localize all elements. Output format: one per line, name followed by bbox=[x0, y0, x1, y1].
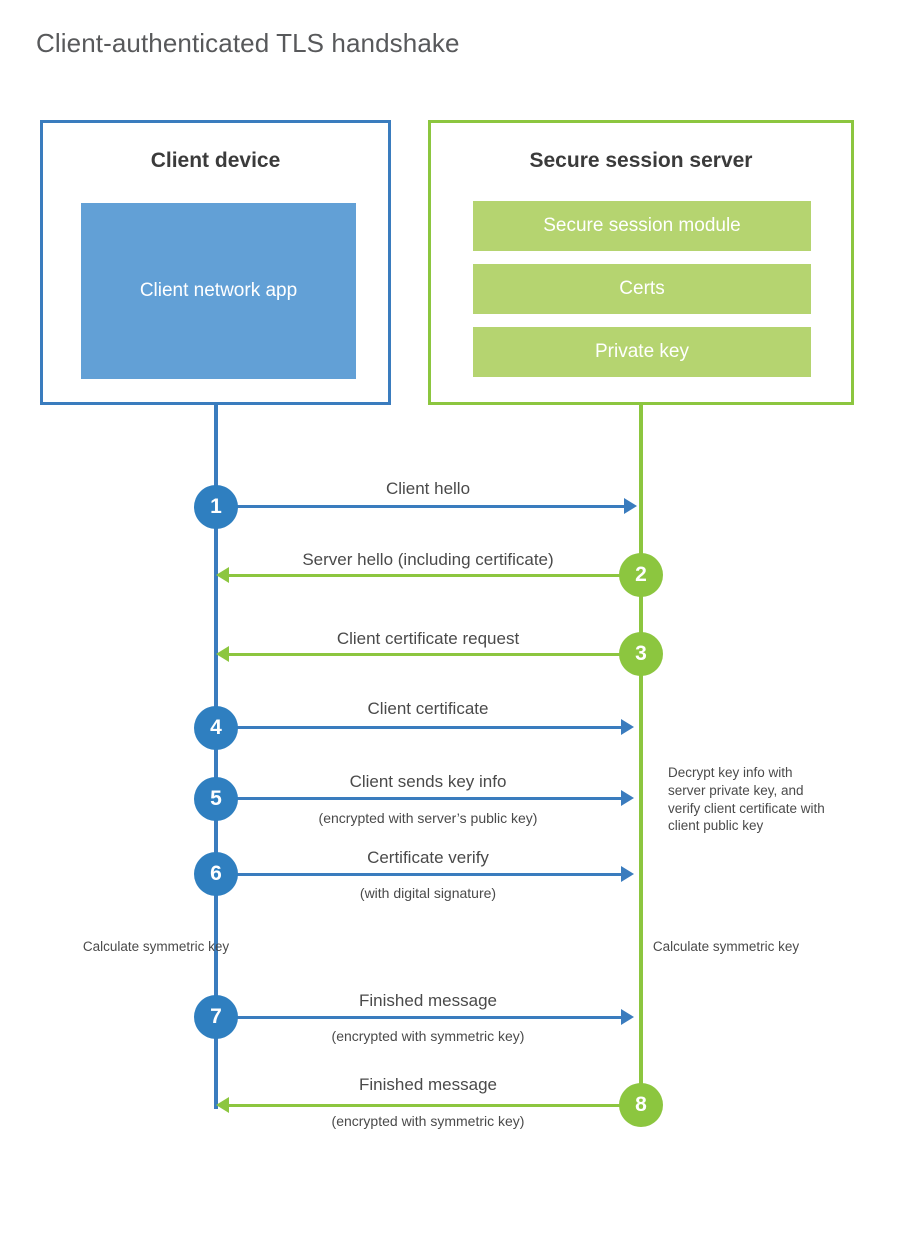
step-2-label: Server hello (including certificate) bbox=[302, 550, 554, 569]
step-3-circle: 3 bbox=[619, 632, 663, 676]
step-8-sublabel: (encrypted with symmetric key) bbox=[331, 1113, 525, 1129]
step-7-circle: 7 bbox=[194, 995, 238, 1039]
step-2-circle: 2 bbox=[619, 553, 663, 597]
step-5-circle: 5 bbox=[194, 777, 238, 821]
step-5-label: Client sends key info bbox=[349, 772, 507, 791]
client-title: Client device bbox=[150, 149, 281, 172]
actor-box-client: Client device Client network app bbox=[40, 120, 391, 405]
step-3-arrow-head bbox=[216, 646, 229, 662]
step-7-arrow-line bbox=[216, 1016, 622, 1019]
step-7-sublabel: (encrypted with symmetric key) bbox=[331, 1028, 525, 1044]
step-5-arrow-line bbox=[216, 797, 622, 800]
step-6-circle: 6 bbox=[194, 852, 238, 896]
step-5-arrow-head bbox=[621, 790, 634, 806]
step-4-arrow-line bbox=[216, 726, 622, 729]
step-8-circle: 8 bbox=[619, 1083, 663, 1127]
step-5-sublabel: (encrypted with server’s public key) bbox=[318, 810, 538, 826]
server-block-private-key: Private key bbox=[473, 327, 811, 377]
server-block-certs: Certs bbox=[473, 264, 811, 314]
step-2-arrow-head bbox=[216, 567, 229, 583]
step-3-arrow-line bbox=[228, 653, 641, 656]
step-8-arrow-head bbox=[216, 1097, 229, 1113]
step-6-sublabel: (with digital signature) bbox=[359, 885, 497, 901]
step-6-label: Certificate verify bbox=[367, 848, 489, 867]
page-title: Client-authenticated TLS handshake bbox=[36, 28, 460, 58]
server-block-secure-session-module: Secure session module bbox=[473, 201, 811, 251]
client-lifeline bbox=[214, 405, 218, 1109]
step-1-label: Client hello bbox=[385, 479, 471, 498]
step-1-arrow-head bbox=[624, 498, 637, 514]
step-3-label: Client certificate request bbox=[336, 629, 520, 648]
step-2-arrow-line bbox=[228, 574, 641, 577]
step-1-arrow-line bbox=[216, 505, 625, 508]
client-calculate-symmetric-key-note: Calculate symmetric key bbox=[82, 939, 230, 954]
step-4-arrow-head bbox=[621, 719, 634, 735]
client-network-app-block: Client network app bbox=[81, 203, 356, 379]
server-lifeline bbox=[639, 405, 643, 1105]
server-title: Secure session server bbox=[529, 149, 753, 172]
step-6-arrow-line bbox=[216, 873, 622, 876]
step-4-circle: 4 bbox=[194, 706, 238, 750]
step-7-label: Finished message bbox=[359, 991, 497, 1010]
server-decrypt-note: Decrypt key info with server private key… bbox=[668, 765, 825, 834]
server-calculate-symmetric-key-note: Calculate symmetric key bbox=[652, 939, 800, 954]
step-1-circle: 1 bbox=[194, 485, 238, 529]
step-7-arrow-head bbox=[621, 1009, 634, 1025]
step-8-label: Finished message bbox=[359, 1075, 497, 1094]
step-8-arrow-line bbox=[228, 1104, 641, 1107]
step-4-label: Client certificate bbox=[367, 699, 489, 718]
actor-box-server: Secure session server Secure session mod… bbox=[428, 120, 854, 405]
step-6-arrow-head bbox=[621, 866, 634, 882]
